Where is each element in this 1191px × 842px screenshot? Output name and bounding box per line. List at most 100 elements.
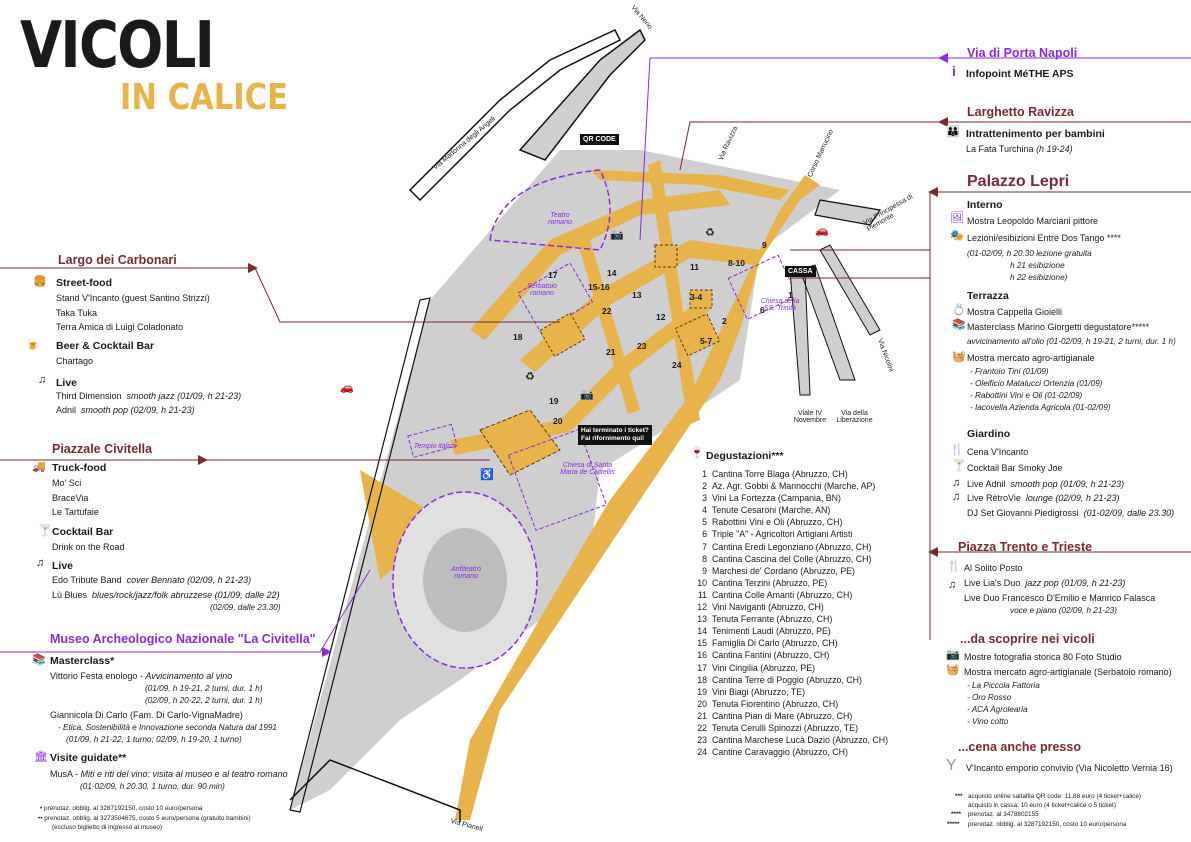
map-walkway-low (450, 300, 710, 455)
degustazione-number: 16 (697, 650, 707, 661)
callout-porta-napoli (639, 57, 1191, 241)
degustazione-number: 7 (702, 541, 707, 552)
cocktail-icon: 🍸 (952, 460, 966, 472)
music-note-icon: ♫ (36, 557, 45, 569)
music-note-icon: ♫ (952, 491, 961, 503)
degustazione-label: Cantina Colle Amanti (Abruzzo, CH) (712, 589, 853, 600)
map-stand-number: 15-16 (588, 282, 610, 292)
museo-title: Museo Archeologico Nazionale "La Civitel… (50, 632, 316, 646)
logo-in-calice: IN CALICE (120, 77, 289, 118)
map-stand-number: 20 (553, 416, 563, 426)
largo-beer: Beer & Cocktail Bar (56, 340, 155, 352)
degustazione-number: 1 (702, 469, 707, 479)
degustazione-item: 10 Cantina Terzini (Abruzzo, PE) (691, 577, 888, 589)
map-stand-number: 21 (606, 347, 616, 357)
camera-icon: 📷 (610, 229, 624, 241)
market-icon: 🧺 (946, 664, 960, 676)
degustazione-number: 14 (697, 626, 707, 637)
map-walkway-main (455, 175, 820, 820)
degustazione-label: Cantine Caravaggio (Abruzzo, CH) (712, 747, 848, 758)
degustazione-number: 19 (697, 686, 707, 697)
civitella-title: Piazzale Civitella (52, 442, 153, 456)
map-stand-number: 13 (632, 290, 642, 300)
callout-largo (0, 267, 560, 323)
degustazione-number: 10 (697, 577, 707, 588)
label-anfiteatro: Anfiteatro romano (451, 566, 481, 580)
degustazione-item: 16 Cantina Fantini (Abruzzo, CH) (691, 649, 888, 661)
trento-title: Piazza Trento e Trieste (958, 540, 1093, 554)
book-icon: 📚 (952, 319, 966, 331)
map-road-west (289, 297, 431, 813)
map-walkway-diag (470, 190, 730, 340)
label-chiesa-civitella: Chiesa di Santa Maria de Civitellis (560, 462, 615, 476)
map-road-nerio (518, 28, 646, 161)
degustazione-number: 3 (702, 493, 707, 504)
qr-code-tag: QR CODE (580, 134, 619, 145)
degustazione-label: Cantina Terzini (Abruzzo, PE) (712, 577, 828, 588)
degustazioni-title: Degustazioni*** (706, 450, 784, 462)
degustazione-label: Vini La Fortezza (Campania, BN) (712, 493, 841, 504)
degustazione-number: 13 (697, 614, 707, 625)
camera-icon: 📷 (580, 389, 594, 401)
info-icon: i (952, 63, 956, 79)
degustazione-label: Vini Naviganti (Abruzzo, CH) (712, 602, 824, 613)
largo-street-food: Street-food (56, 277, 112, 289)
ring-icon: 💍 (952, 304, 966, 316)
degustazione-number: 6 (702, 529, 707, 540)
degustazione-number: 23 (697, 735, 707, 746)
logo-vicoli: VICOLI (20, 9, 215, 83)
degustazione-number: 20 (697, 698, 707, 709)
map-stand-number: 2 (722, 316, 727, 326)
callout-larghetto (679, 121, 1191, 171)
degustazione-item: 7 Cantina Eredi Legonziano (Abruzzo, CH) (691, 541, 888, 553)
map-stand-number: 22 (602, 306, 612, 316)
degustazione-number: 5 (702, 517, 707, 528)
degustazione-label: Tenimenti Laudi (Abruzzo, PE) (712, 626, 831, 637)
map-stand-number: 1 (788, 290, 793, 300)
degustazione-label: Az. Agr. Gobbi & Mannocchi (Marche, AP) (712, 481, 876, 492)
degustazione-item: 3 Vini La Fortezza (Campania, BN) (691, 492, 888, 504)
scoprire-title: ...da scoprire nei vicoli (960, 632, 1095, 646)
children-icon: 👪 (946, 126, 960, 138)
degustazione-number: 22 (697, 722, 707, 733)
degustazione-label: Cantina Fantini (Abruzzo, CH) (712, 650, 830, 661)
map-stand-number: 19 (549, 396, 559, 406)
largo-title: Largo dei Carbonari (58, 253, 177, 267)
cassa-tag: CASSA (785, 266, 816, 277)
road-viale-iv-novembre: Viale IV Novembre (793, 410, 827, 424)
callout-trento (790, 249, 1191, 553)
label-serbatoio: Serbatoio romano (527, 283, 557, 297)
degustazione-number: 9 (702, 565, 707, 576)
car-icon: 🚗 (815, 225, 829, 237)
degustazione-label: Vini Biagi (Abruzzo, TE) (712, 686, 806, 697)
burger-icon: 🍔 (33, 276, 47, 288)
label-tempio: Tempio italico (413, 443, 457, 450)
degustazione-label: Cantina Eredi Legonziano (Abruzzo, CH) (712, 541, 872, 552)
callout-lepri (790, 191, 1191, 279)
recycle-icon: ♻ (705, 227, 715, 239)
car-icon: 🚗 (340, 382, 354, 394)
degustazione-label: Vini Cingilia (Abruzzo, PE) (712, 662, 815, 673)
map-stand-number: 14 (607, 268, 617, 278)
degustazione-number: 8 (702, 553, 707, 564)
degustazione-label: Cantina Marchese Lucà Dazio (Abruzzo, CH… (712, 735, 889, 746)
wheelchair-icon: ♿ (480, 469, 494, 481)
degustazione-label: Cantina Terre di Poggio (Abruzzo, CH) (712, 674, 862, 685)
porta-napoli-title: Via di Porta Napoli (967, 46, 1078, 60)
cocktail-icon: 🍸 (38, 525, 52, 537)
cena-title: ...cena anche presso (958, 740, 1081, 754)
degustazione-label: Cantina Pian di Mare (Abruzzo, CH) (712, 710, 853, 721)
map-road-principessa (814, 199, 882, 226)
map-walkway-v2 (578, 240, 640, 414)
larghetto-title: Larghetto Ravizza (967, 105, 1074, 119)
degustazione-number: 18 (697, 674, 707, 685)
